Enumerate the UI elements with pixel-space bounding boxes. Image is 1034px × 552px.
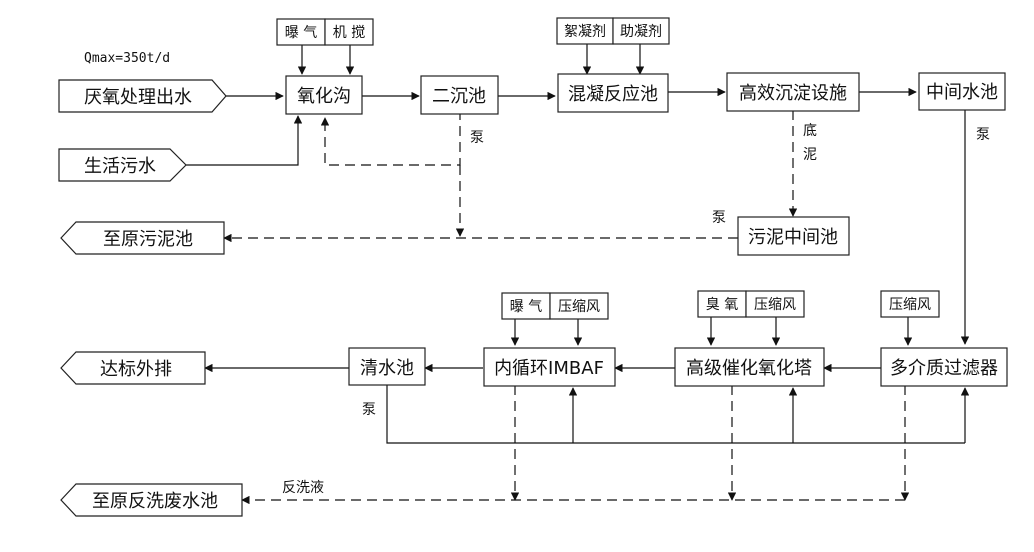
compressed-air-imbaf-box [549, 292, 609, 320]
output-sludge-tank-label: 至原污泥池 [103, 229, 193, 250]
intermediate-tank-box [918, 72, 1006, 111]
oxidation-ditch-box [285, 75, 363, 115]
output-backwash-tank-shape [60, 483, 243, 517]
input-anaerobic-effluent-label: 厌氧处理出水 [84, 87, 192, 108]
output-backwash-tank-label: 至原反洗废水池 [92, 491, 218, 512]
coagulant-aid-box [612, 17, 670, 45]
imbaf-label: 内循环IMBAF [494, 358, 604, 379]
sludge-intermediate-tank-label: 污泥中间池 [748, 227, 838, 248]
bottom-sludge-label: 底 泥 [803, 123, 821, 163]
output-sludge-tank-shape [60, 221, 225, 255]
hi-eff-settling-box [726, 72, 860, 112]
sludge-intermediate-tank-box [737, 216, 850, 256]
pump-label-4: 泵 [362, 402, 376, 418]
aeration-imbaf-box [501, 292, 551, 320]
flow-note: Qmax=350t/d [84, 51, 170, 66]
labels: Qmax=350t/d 厌氧处理出水 生活污水 至原污泥池 达标外排 至原反洗废… [84, 23, 998, 512]
hi-eff-settling-label: 高效沉淀设施 [739, 83, 847, 104]
ozone-box [697, 290, 747, 318]
input-domestic-sewage-shape [58, 148, 187, 182]
coag-reaction-tank-box [557, 73, 669, 113]
coag-reaction-tank-label: 混凝反应池 [568, 84, 658, 105]
process-boxes [276, 17, 1008, 387]
aeration-imbaf-label: 曝 气 [510, 299, 542, 315]
multi-media-filter-box [880, 347, 1008, 387]
output-discharge-label: 达标外排 [100, 359, 172, 380]
input-anaerobic-effluent-shape [58, 79, 227, 113]
compressed-air-filter-label: 压缩风 [889, 297, 931, 313]
coagulant-aid-label: 助凝剂 [620, 24, 662, 40]
mixing-label: 机 搅 [333, 25, 365, 41]
secondary-clarifier-label: 二沉池 [432, 86, 486, 107]
io-shapes [58, 79, 243, 517]
multi-media-filter-label: 多介质过滤器 [890, 358, 998, 379]
catalytic-oxidation-tower-box [674, 347, 825, 387]
backwash-label: 反洗液 [282, 480, 324, 496]
flocculant-label: 絮凝剂 [564, 23, 606, 40]
imbaf-box [483, 347, 616, 387]
ozone-label: 臭 氧 [706, 297, 738, 313]
solid-flow-lines [186, 44, 970, 444]
pump-label-3: 泵 [976, 127, 990, 143]
compressed-air-imbaf-label: 压缩风 [558, 299, 600, 315]
clear-water-tank-box [348, 347, 426, 386]
catalytic-oxidation-tower-label: 高级催化氧化塔 [686, 358, 812, 379]
compressed-air-filter-box [880, 290, 940, 318]
clear-water-tank-label: 清水池 [360, 358, 414, 379]
secondary-clarifier-box [420, 75, 499, 115]
flocculant-box [556, 17, 614, 45]
aeration-label: 曝 气 [285, 25, 317, 41]
input-domestic-sewage-label: 生活污水 [84, 156, 156, 177]
compressed-air-label: 压缩风 [754, 297, 796, 313]
pump-label-2: 泵 [712, 210, 726, 226]
dashed-flow-lines [223, 110, 910, 505]
output-discharge-shape [60, 351, 206, 385]
pump-label-1: 泵 [470, 130, 484, 146]
compressed-air-box [745, 290, 805, 318]
intermediate-tank-label: 中间水池 [926, 82, 998, 103]
mixing-box [324, 18, 374, 46]
oxidation-ditch-label: 氧化沟 [297, 86, 351, 107]
